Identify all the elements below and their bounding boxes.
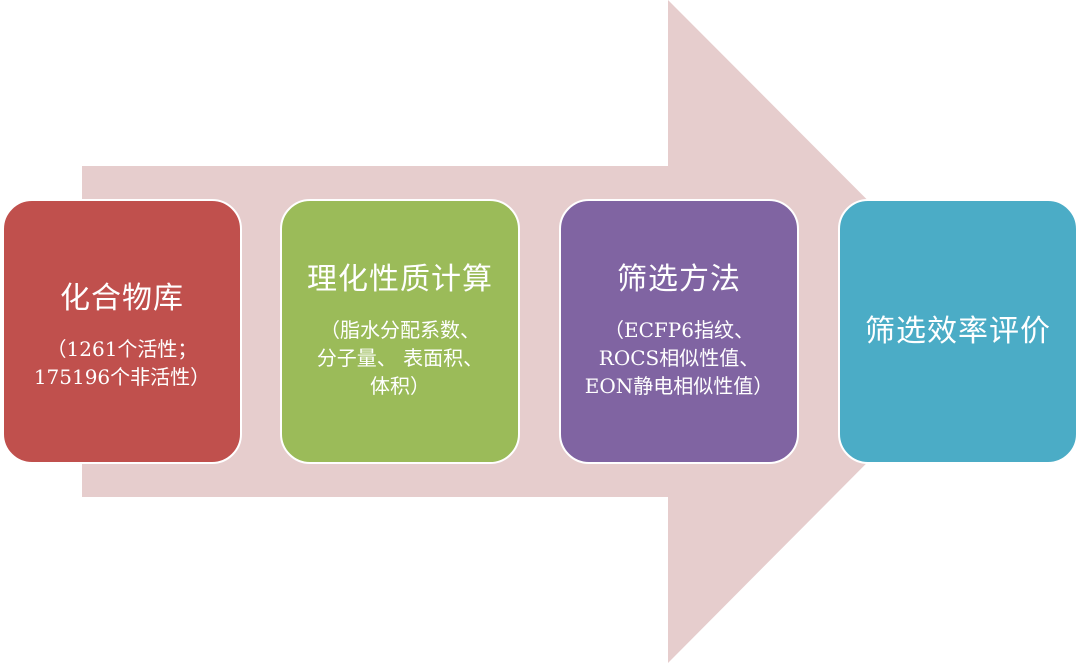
step-description: （1261个活性； 175196个非活性） (33, 336, 211, 389)
step-title: 理化性质计算 (307, 261, 493, 297)
step-description: （ECFP6指纹、 ROCS相似性值、 EON静电相似性值） (584, 317, 774, 398)
step-title: 化合物库 (60, 280, 184, 316)
step-title: 筛选效率评价 (865, 313, 1051, 349)
step-title: 筛选方法 (617, 261, 741, 297)
step-screening-methods: 筛选方法 （ECFP6指纹、 ROCS相似性值、 EON静电相似性值） (559, 199, 799, 464)
step-property-calculation: 理化性质计算 （脂水分配系数、 分子量、 表面积、 体积） (280, 199, 520, 464)
arrow-shape (82, 0, 998, 663)
step-compound-library: 化合物库 （1261个活性； 175196个非活性） (2, 199, 242, 464)
step-efficiency-evaluation: 筛选效率评价 (838, 199, 1078, 464)
step-description: （脂水分配系数、 分子量、 表面积、 体积） (316, 317, 484, 398)
